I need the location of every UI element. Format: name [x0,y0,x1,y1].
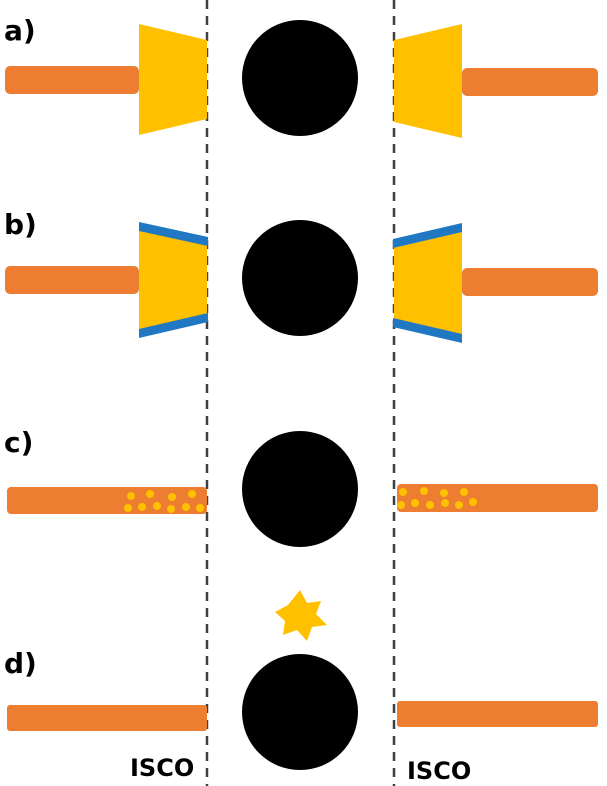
accretion-disk-left [5,66,139,94]
clump [440,489,448,497]
black-hole [242,20,358,136]
panel-b: b) [4,208,598,343]
clump [124,504,132,512]
clump [455,501,463,509]
clump [168,493,176,501]
accretion-disk-left [5,266,139,294]
torus-right [394,24,462,138]
clumps-right [397,487,477,509]
clump [397,501,405,509]
clump [188,490,196,498]
clump [399,488,407,496]
accretion-disk-right [397,701,598,727]
isco-label-left: ISCO [130,754,194,782]
black-hole [242,220,358,336]
clump [138,503,146,511]
isco-label-right: ISCO [407,757,471,785]
corona-bottom-left [139,313,208,338]
accretion-disk-right [462,68,598,96]
corona-top-left [139,222,208,246]
clump [426,501,434,509]
clump [153,502,161,510]
panel-d: d) [4,590,598,770]
corona-top-right [393,223,462,248]
clump [167,505,175,513]
torus-right [394,227,462,339]
panel-label-d: d) [4,647,37,680]
clump [182,503,190,511]
panel-c: c) [4,426,598,547]
corona-bottom-right [393,318,462,343]
clump [411,499,419,507]
panel-label-a: a) [4,14,36,47]
clumps-left [124,490,204,513]
clump [460,488,468,496]
clump [441,499,449,507]
panel-a: a) [4,14,598,138]
flare-star-icon [275,590,327,641]
black-hole [242,654,358,770]
clump [127,492,135,500]
torus-left [139,24,207,135]
black-hole [242,431,358,547]
panel-label-c: c) [4,426,33,459]
panel-label-b: b) [4,208,37,241]
accretion-disk-right [462,268,598,296]
clump [469,498,477,506]
torus-left [139,225,207,333]
accretion-disk-left [7,487,207,514]
clump [146,490,154,498]
clump [196,504,204,512]
clump [420,487,428,495]
accretion-disk-left [7,705,207,731]
